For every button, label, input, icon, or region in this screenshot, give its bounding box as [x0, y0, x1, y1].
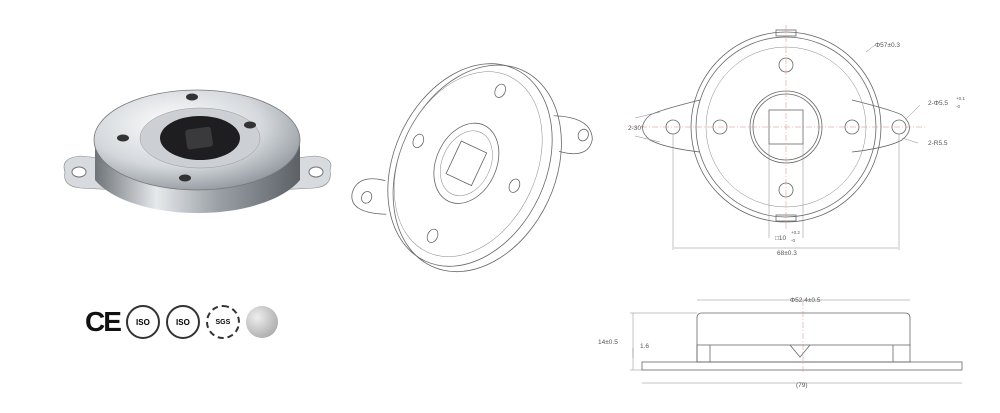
globe-icon: [245, 306, 278, 338]
certification-logos: CE ISO ISO SGS: [85, 305, 278, 339]
height-label: 14±0.5: [598, 339, 618, 346]
hole-spacing-label: 68±0.3: [777, 250, 797, 257]
square-tolerance-upper: +0.2: [791, 230, 800, 235]
outer-diameter-label: Φ57±0.3: [875, 42, 900, 49]
square-size-label: □10: [775, 235, 787, 242]
square-tolerance-lower: -0: [791, 238, 795, 243]
hole-diameter-label: 2-Φ5.5: [928, 100, 948, 107]
quality-badge-icon: SGS: [205, 305, 240, 339]
overall-length-label: (79): [796, 382, 808, 389]
ce-mark: CE: [85, 306, 122, 337]
ear-radius-label: 2-R5.5: [928, 140, 948, 147]
hole-tolerance-lower: -0: [956, 104, 960, 109]
iso-badge-icon: ISO: [165, 305, 200, 339]
iso-badge-icon: ISO: [125, 305, 160, 339]
ear-angle-label: 2-30°: [628, 124, 644, 132]
hole-tolerance-upper: +0.1: [956, 96, 965, 101]
flange-thickness-label: 1.6: [640, 343, 649, 350]
body-diameter-label: Φ52.4±0.5: [790, 297, 821, 304]
